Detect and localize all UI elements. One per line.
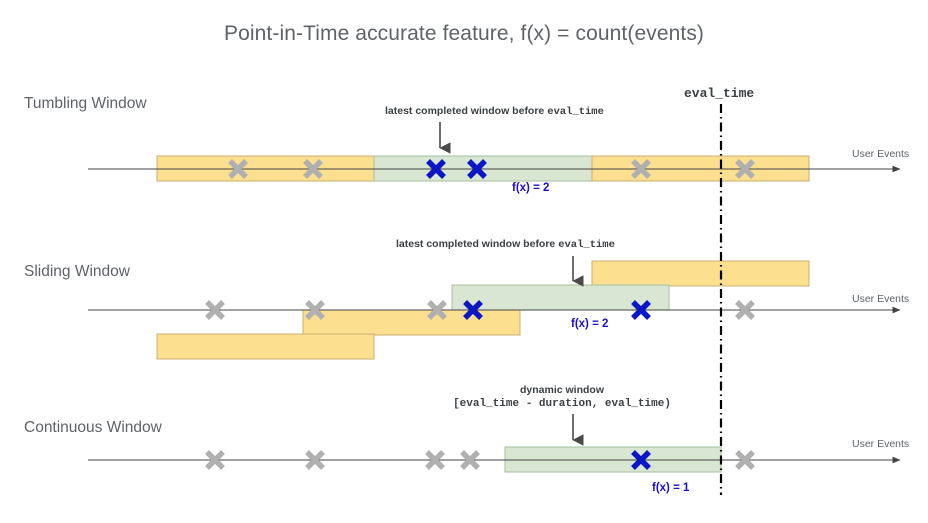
event-marker-gray [425, 450, 445, 470]
result-sliding: f(x) = 2 [571, 318, 609, 330]
event-marker-gray [205, 300, 225, 320]
event-marker-gray [735, 450, 755, 470]
eval-time-label: eval_time [684, 86, 755, 101]
result-continuous: f(x) = 1 [652, 482, 690, 494]
annotation-sliding: latest completed window before eval_time [396, 238, 615, 251]
event-marker-gray [228, 159, 248, 179]
window-green-highlight [451, 284, 670, 311]
event-marker-gray [460, 450, 480, 470]
annotation-continuous-line1: dynamic window [519, 384, 605, 396]
annotation-continuous-line2: [eval_time - duration, eval_time) [453, 398, 671, 410]
event-marker-blue [426, 159, 446, 179]
event-marker-gray [303, 159, 323, 179]
annotation-tumbling-prefix: latest completed window before [385, 105, 548, 117]
row-continuous [88, 414, 901, 473]
event-marker-gray [305, 450, 325, 470]
axis-label-continuous: User Events [852, 438, 910, 450]
window-yellow [156, 333, 375, 360]
event-marker-blue [631, 300, 651, 320]
annotation-sliding-mono: eval_time [558, 239, 615, 251]
row-label-continuous: Continuous Window [24, 419, 162, 436]
event-marker-gray [205, 450, 225, 470]
annotation-tumbling: latest completed window before eval_time [385, 105, 604, 118]
event-marker-gray [305, 300, 325, 320]
row-tumbling [88, 122, 901, 182]
axis-label-sliding: User Events [852, 293, 910, 305]
row-label-tumbling: Tumbling Window [24, 95, 147, 112]
event-marker-blue [631, 450, 651, 470]
result-tumbling: f(x) = 2 [512, 182, 550, 194]
event-marker-blue [463, 300, 483, 320]
row-label-sliding: Sliding Window [24, 263, 130, 280]
row-sliding [88, 256, 901, 360]
annotation-tumbling-mono: eval_time [547, 106, 604, 118]
window-yellow [302, 309, 521, 336]
page-title: Point-in-Time accurate feature, f(x) = c… [223, 22, 705, 45]
window-yellow [591, 260, 810, 287]
event-marker-blue [467, 159, 487, 179]
event-marker-gray [631, 159, 651, 179]
event-marker-gray [427, 300, 447, 320]
event-marker-gray [735, 159, 755, 179]
axis-label-tumbling: User Events [852, 148, 910, 160]
annotation-sliding-prefix: latest completed window before [396, 238, 559, 250]
event-marker-gray [735, 300, 755, 320]
